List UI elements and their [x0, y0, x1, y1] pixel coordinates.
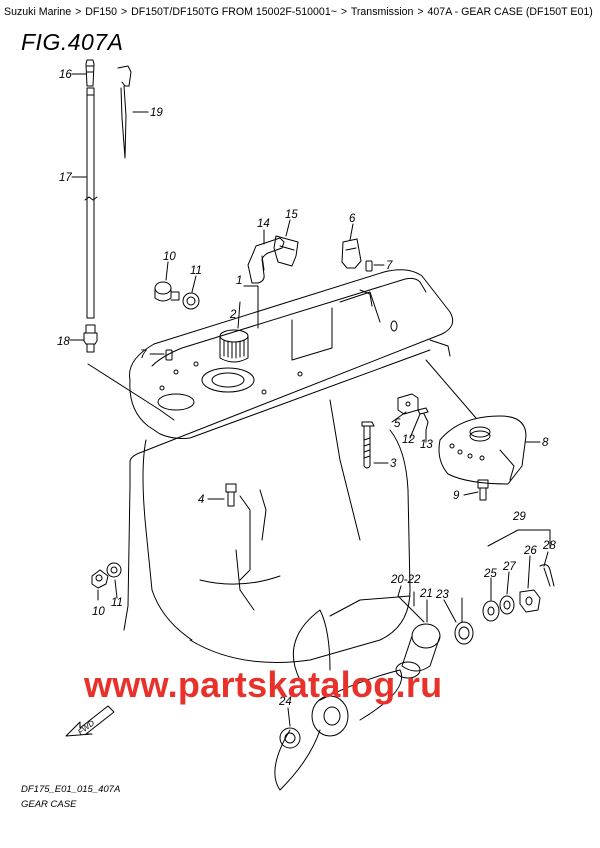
part-28-cotter-pin[interactable] — [539, 564, 555, 587]
part-25-washer[interactable] — [482, 600, 500, 622]
breadcrumb: Suzuki Marine > DF150 > DF150T/DF150TG F… — [4, 6, 596, 19]
part-11-washer-lower[interactable] — [106, 562, 122, 578]
callout-9[interactable]: 9 — [453, 490, 460, 502]
callout-26[interactable]: 26 — [523, 545, 537, 557]
callout-18[interactable]: 18 — [57, 336, 70, 348]
watermark-text: www.partskatalog.ru — [84, 664, 443, 705]
callout-13[interactable]: 13 — [420, 439, 433, 451]
part-26-nut[interactable] — [519, 589, 541, 613]
part-17-shift-rod[interactable] — [84, 87, 98, 319]
part-23-ring[interactable] — [454, 621, 474, 645]
breadcrumb-gear-case[interactable]: 407A - GEAR CASE (DF150T E01) — [427, 6, 593, 18]
part-10-plug-upper[interactable] — [154, 281, 180, 302]
callout-2[interactable]: 2 — [229, 309, 237, 321]
callout-14[interactable]: 14 — [257, 218, 270, 230]
part-14-anode[interactable] — [247, 237, 285, 284]
breadcrumb-separator: > — [340, 6, 348, 18]
callout-23[interactable]: 23 — [435, 589, 449, 601]
callout-5[interactable]: 5 — [394, 418, 401, 430]
callout-10-upper[interactable]: 10 — [163, 251, 176, 263]
part-19-strap[interactable] — [117, 65, 132, 159]
part-8-trim-tab[interactable] — [438, 415, 527, 485]
part-7-pin-upper[interactable] — [365, 260, 373, 272]
callout-25[interactable]: 25 — [483, 568, 497, 580]
part-2-bearing[interactable] — [219, 329, 249, 363]
callout-11-lower[interactable]: 11 — [111, 597, 123, 609]
part-18-fitting[interactable] — [83, 324, 98, 353]
part-13-screw[interactable] — [423, 413, 429, 431]
part-7-pin-left[interactable] — [165, 349, 173, 361]
callout-24[interactable]: 24 — [278, 696, 292, 708]
figure-title: FIG.407A — [21, 29, 124, 55]
part-5-bracket[interactable] — [397, 393, 419, 415]
callout-7-upper[interactable]: 7 — [386, 260, 393, 272]
callout-16[interactable]: 16 — [59, 69, 72, 81]
leader-lines — [69, 73, 551, 727]
callout-6[interactable]: 6 — [349, 213, 356, 225]
callout-8[interactable]: 8 — [542, 437, 549, 449]
callout-19[interactable]: 19 — [150, 107, 163, 119]
part-3-bolt[interactable] — [361, 421, 375, 469]
callout-4[interactable]: 4 — [198, 494, 204, 506]
part-24-spacer[interactable] — [279, 727, 301, 749]
part-21-bearing-housing[interactable] — [395, 623, 441, 679]
callout-3[interactable]: 3 — [390, 458, 397, 470]
figure-code: DF175_E01_015_407A — [21, 784, 121, 795]
part-4-bolt[interactable] — [225, 483, 237, 507]
breadcrumb-df150[interactable]: DF150 — [85, 6, 118, 18]
part-6-anode[interactable] — [341, 238, 362, 269]
breadcrumb-separator: > — [417, 6, 424, 18]
breadcrumb-separator: > — [75, 6, 82, 18]
callout-28[interactable]: 28 — [542, 540, 556, 552]
callout-10-lower[interactable]: 10 — [92, 606, 105, 618]
part-27-washer[interactable] — [499, 595, 515, 615]
callouts: 16 17 18 19 10 11 1 2 14 15 6 7 7 5 12 1… — [57, 69, 556, 708]
callout-1[interactable]: 1 — [236, 275, 242, 287]
callout-21[interactable]: 21 — [419, 588, 433, 600]
part-10-plug-lower[interactable] — [91, 569, 109, 589]
breadcrumb-suzuki-marine[interactable]: Suzuki Marine — [4, 6, 72, 18]
callout-17[interactable]: 17 — [59, 172, 72, 184]
callout-11-upper[interactable]: 11 — [190, 265, 202, 277]
propeller[interactable] — [274, 609, 402, 791]
callout-29[interactable]: 29 — [512, 511, 526, 523]
breadcrumb-model-range[interactable]: DF150T/DF150TG FROM 15002F-510001~ — [131, 6, 337, 18]
part-16-cap[interactable] — [85, 59, 95, 87]
figure-caption: GEAR CASE — [21, 799, 77, 810]
part-12-screw[interactable] — [417, 407, 429, 415]
callout-15[interactable]: 15 — [285, 209, 298, 221]
breadcrumb-transmission[interactable]: Transmission — [350, 6, 414, 18]
part-11-washer-upper[interactable] — [182, 292, 200, 310]
callout-12[interactable]: 12 — [402, 434, 415, 446]
part-15-anode-plate[interactable] — [273, 235, 299, 267]
callout-27[interactable]: 27 — [502, 561, 516, 573]
part-9-bolt[interactable] — [477, 479, 489, 501]
fwd-arrow-icon — [65, 705, 115, 737]
part-1-gear-case[interactable] — [123, 269, 454, 663]
breadcrumb-separator: > — [120, 6, 128, 18]
callout-7-left[interactable]: 7 — [140, 349, 147, 361]
callout-20-22[interactable]: 20-22 — [390, 574, 421, 586]
